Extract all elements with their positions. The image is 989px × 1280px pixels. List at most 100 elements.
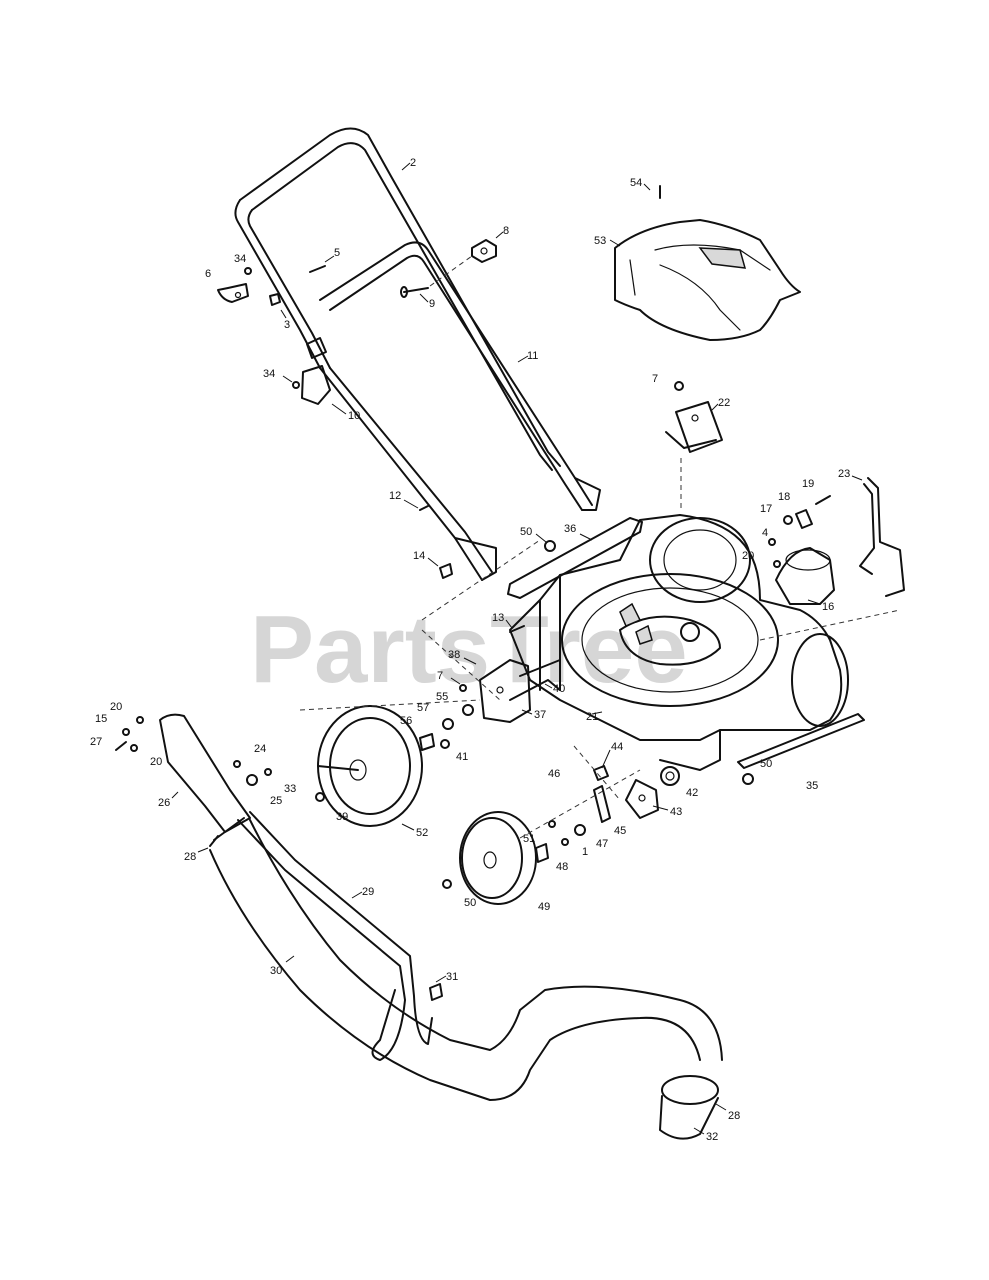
callout-26: 26 bbox=[158, 797, 170, 809]
bracket-6[interactable] bbox=[217, 283, 249, 303]
washer-1[interactable] bbox=[561, 838, 569, 846]
callout-45: 45 bbox=[614, 825, 626, 837]
callout-20b: 20 bbox=[110, 701, 122, 713]
callout-34a: 34 bbox=[234, 253, 246, 265]
nut-7a[interactable] bbox=[674, 381, 684, 391]
callout-36: 36 bbox=[564, 523, 576, 535]
washer-17[interactable] bbox=[783, 515, 793, 525]
callout-37: 37 bbox=[534, 709, 546, 721]
nut-4[interactable] bbox=[768, 538, 776, 546]
hose-30[interactable] bbox=[209, 819, 723, 1101]
handle-clamp-10[interactable] bbox=[301, 337, 331, 405]
axle-bar-36[interactable] bbox=[507, 517, 643, 599]
callout-50c: 50 bbox=[464, 897, 476, 909]
nut-50b[interactable] bbox=[742, 773, 754, 785]
chute-26[interactable] bbox=[159, 713, 251, 833]
nut-3[interactable] bbox=[269, 293, 281, 306]
callout-3: 3 bbox=[284, 319, 290, 331]
rear-wheel-right[interactable] bbox=[649, 517, 751, 603]
nut-39[interactable] bbox=[315, 792, 325, 802]
nut-50c[interactable] bbox=[442, 879, 452, 889]
callout-9: 9 bbox=[429, 298, 435, 310]
bolt-34b[interactable] bbox=[292, 381, 300, 389]
bolt-34a[interactable] bbox=[244, 267, 252, 275]
callout-50b: 50 bbox=[760, 758, 772, 770]
screw-12[interactable] bbox=[419, 505, 429, 511]
axle-bar-35[interactable] bbox=[737, 713, 865, 769]
callout-47: 47 bbox=[596, 838, 608, 850]
rod-23[interactable] bbox=[859, 477, 905, 597]
callout-49: 49 bbox=[538, 901, 550, 913]
bushing-48[interactable] bbox=[535, 843, 549, 863]
callout-28b: 28 bbox=[728, 1110, 740, 1122]
callout-8: 8 bbox=[503, 225, 509, 237]
carriage-bolt-9[interactable] bbox=[400, 286, 429, 298]
clamp-28b[interactable] bbox=[661, 1075, 719, 1105]
callout-57: 57 bbox=[417, 702, 429, 714]
engine-cover[interactable] bbox=[614, 219, 801, 341]
callout-14: 14 bbox=[413, 550, 425, 562]
bushing-56[interactable] bbox=[419, 733, 435, 751]
callout-55: 55 bbox=[436, 691, 448, 703]
callout-32: 32 bbox=[706, 1131, 718, 1143]
callout-54: 54 bbox=[630, 177, 642, 189]
nut-7b[interactable] bbox=[459, 684, 467, 692]
height-adjuster-37[interactable] bbox=[479, 659, 561, 723]
upper-handle[interactable] bbox=[234, 127, 561, 471]
callout-1: 1 bbox=[582, 846, 588, 858]
chute-bracket-16[interactable] bbox=[775, 547, 835, 605]
nut-20a[interactable] bbox=[773, 560, 781, 568]
nut-33[interactable] bbox=[264, 768, 272, 776]
callout-19: 19 bbox=[802, 478, 814, 490]
callout-21: 21 bbox=[586, 711, 598, 723]
handle-29[interactable] bbox=[237, 811, 433, 1061]
bolt-19[interactable] bbox=[815, 495, 831, 505]
rear-wheel-far-right[interactable] bbox=[791, 633, 849, 727]
callout-6: 6 bbox=[205, 268, 211, 280]
callout-12: 12 bbox=[389, 490, 401, 502]
bracket-22[interactable] bbox=[665, 401, 723, 453]
callouts: 2 54 53 8 5 34 6 9 3 11 34 10 7 22 23 18… bbox=[90, 157, 863, 1143]
washer-20c[interactable] bbox=[130, 744, 138, 752]
callout-43: 43 bbox=[670, 806, 682, 818]
washer-55[interactable] bbox=[462, 704, 474, 716]
wheel-49[interactable] bbox=[459, 811, 537, 905]
bolt-24[interactable] bbox=[233, 760, 241, 768]
axle-bracket-43[interactable] bbox=[625, 779, 659, 819]
washer-47[interactable] bbox=[574, 824, 586, 836]
callout-22: 22 bbox=[718, 397, 730, 409]
nut-51[interactable] bbox=[548, 820, 556, 828]
clip-44[interactable] bbox=[593, 765, 609, 781]
callout-27: 27 bbox=[90, 736, 102, 748]
callout-33: 33 bbox=[284, 783, 296, 795]
handle-knob-8[interactable] bbox=[471, 239, 497, 263]
axle-40[interactable] bbox=[519, 659, 561, 677]
cap-31[interactable] bbox=[429, 983, 443, 1001]
callout-20a: 20 bbox=[742, 550, 754, 562]
washer-20b[interactable] bbox=[136, 716, 144, 724]
callout-35: 35 bbox=[806, 780, 818, 792]
screw-15[interactable] bbox=[122, 728, 130, 736]
callout-48: 48 bbox=[556, 861, 568, 873]
callout-31: 31 bbox=[446, 971, 458, 983]
plate-45[interactable] bbox=[593, 785, 611, 823]
screw-27[interactable] bbox=[115, 741, 127, 751]
nozzle-32[interactable] bbox=[659, 1095, 719, 1140]
bolt-13[interactable] bbox=[509, 625, 525, 633]
callout-15: 15 bbox=[95, 713, 107, 725]
nut-41[interactable] bbox=[440, 739, 450, 749]
pin-5[interactable] bbox=[309, 265, 326, 273]
washer-25[interactable] bbox=[246, 774, 258, 786]
nut-14[interactable] bbox=[439, 563, 453, 579]
lower-handle[interactable] bbox=[319, 241, 601, 581]
spacer-57[interactable] bbox=[442, 718, 454, 730]
nut-50a[interactable] bbox=[544, 540, 556, 552]
callout-34b: 34 bbox=[263, 368, 275, 380]
callout-25: 25 bbox=[270, 795, 282, 807]
wheel-52[interactable] bbox=[317, 705, 423, 827]
spring-18[interactable] bbox=[795, 509, 813, 529]
bushing-42[interactable] bbox=[660, 766, 680, 786]
callout-10: 10 bbox=[348, 410, 360, 422]
deck-housing[interactable] bbox=[509, 514, 843, 771]
